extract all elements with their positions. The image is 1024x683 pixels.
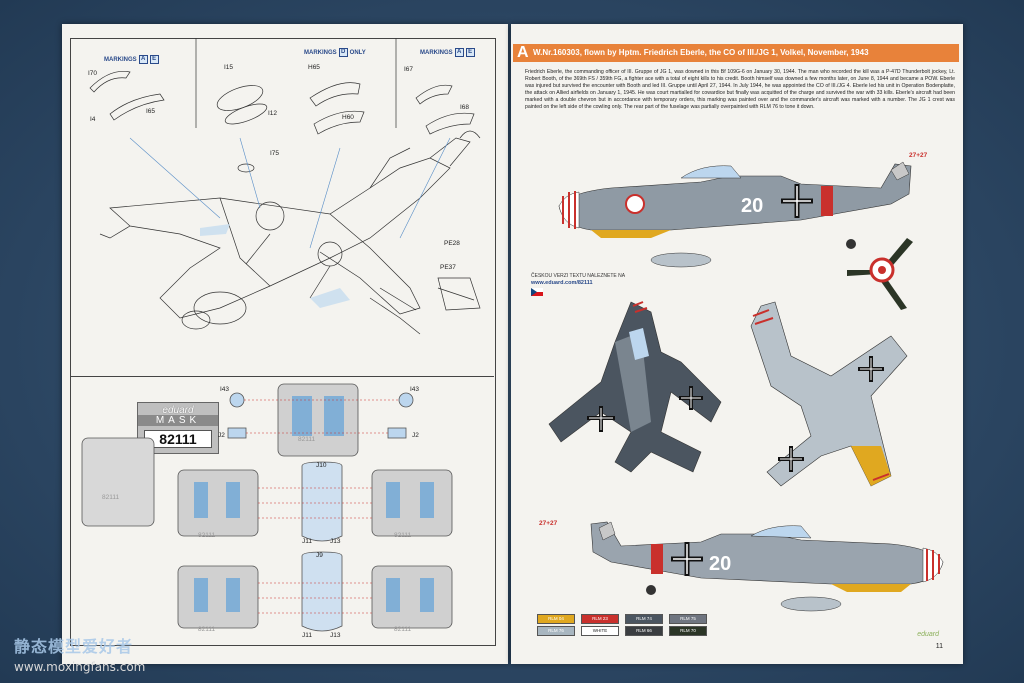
mask-part-label: J2	[218, 432, 225, 439]
section-divider	[70, 376, 494, 377]
kills-marking: 27+27	[539, 520, 558, 527]
part-label: PE28	[444, 240, 460, 247]
mask-stamp: 82111	[394, 626, 412, 633]
part-label: I12	[268, 110, 278, 117]
profile-title-bar: A W.Nr.160303, flown by Hptm. Friedrich …	[513, 44, 959, 62]
color-legend: RLM 04 RLM 23 RLM 74 RLM 75 RLM 76 WHITE RLM 6…	[537, 614, 717, 654]
mask-logo: eduard MASK 82111	[137, 402, 219, 454]
watermark-title: 静态模型爱好者	[14, 639, 134, 656]
mask-part-label: I43	[220, 386, 230, 393]
mask-brand: eduard	[162, 405, 194, 416]
mask-part-label: J10	[316, 462, 327, 469]
part-label: I15	[224, 64, 234, 71]
czech-url: www.eduard.com/82111	[531, 280, 593, 286]
part-label: PE37	[440, 264, 456, 271]
kills-marking: 27+27	[909, 152, 928, 159]
mask-part-label: J2	[412, 432, 419, 439]
legend-swatch: RLM 70	[669, 626, 707, 636]
aircraft-profile-left-side: 20	[558, 161, 912, 268]
legend-swatch: RLM 66	[625, 626, 663, 636]
legend-swatch: RLM 75	[669, 614, 707, 624]
aircraft-top-view	[548, 301, 722, 473]
part-label: I70	[88, 70, 98, 77]
mask-stamp: 82111	[198, 532, 216, 539]
propeller-detail	[847, 238, 913, 310]
mask-part-label: J13	[330, 538, 341, 545]
part-label: H60	[342, 114, 354, 121]
legend-swatch: RLM 04	[537, 614, 575, 624]
mask-part-label: I43	[410, 386, 420, 393]
eduard-brand: eduard	[917, 631, 939, 638]
mask-part-label: J13	[330, 632, 341, 639]
legend-swatch: RLM 76	[537, 626, 575, 636]
watermark-url: www.moxingfans.com	[14, 660, 146, 674]
mask-stamp: 82111	[102, 494, 120, 501]
mask-diagram	[81, 383, 453, 632]
instruction-page-right: A W.Nr.160303, flown by Hptm. Friedrich …	[511, 24, 963, 664]
part-label: H65	[308, 64, 320, 71]
part-label: I68	[460, 104, 470, 111]
legend-swatch: RLM 23	[581, 614, 619, 624]
profile-description: Friedrich Eberle, the commanding officer…	[525, 69, 955, 110]
aircraft-number: 20	[709, 553, 731, 575]
mask-word: MASK	[138, 415, 218, 426]
mask-part-label: J9	[316, 552, 323, 559]
czech-flag-icon	[531, 288, 543, 296]
mask-stamp: 82111	[394, 532, 412, 539]
profile-letter: A	[517, 44, 529, 61]
markings-tag-d-only: MARKINGS D ONLY	[304, 48, 366, 57]
aircraft-profile-right-side: 20	[590, 521, 944, 612]
legend-swatch: WHITE	[581, 626, 619, 636]
profile-title: W.Nr.160303, flown by Hptm. Friedrich Eb…	[533, 48, 869, 57]
aircraft-number: 20	[741, 195, 763, 217]
mask-stamp: 82111	[298, 436, 316, 443]
part-label: I75	[270, 150, 280, 157]
mask-part-label: J11	[302, 632, 312, 639]
page-frame	[70, 38, 496, 646]
mask-stamp: 82111	[198, 626, 216, 633]
part-label: I65	[146, 108, 156, 115]
aircraft-bottom-view	[750, 301, 908, 487]
part-label: I4	[90, 116, 96, 123]
czech-note: ČESKOU VERZI TEXTU NALEZNETE NA	[531, 273, 626, 279]
mask-number: 82111	[144, 430, 212, 448]
part-label: I67	[404, 66, 414, 73]
page-number: 11	[935, 643, 943, 650]
mask-part-label: J11	[302, 538, 312, 545]
legend-swatch: RLM 74	[625, 614, 663, 624]
assembly-drawing	[89, 38, 481, 335]
